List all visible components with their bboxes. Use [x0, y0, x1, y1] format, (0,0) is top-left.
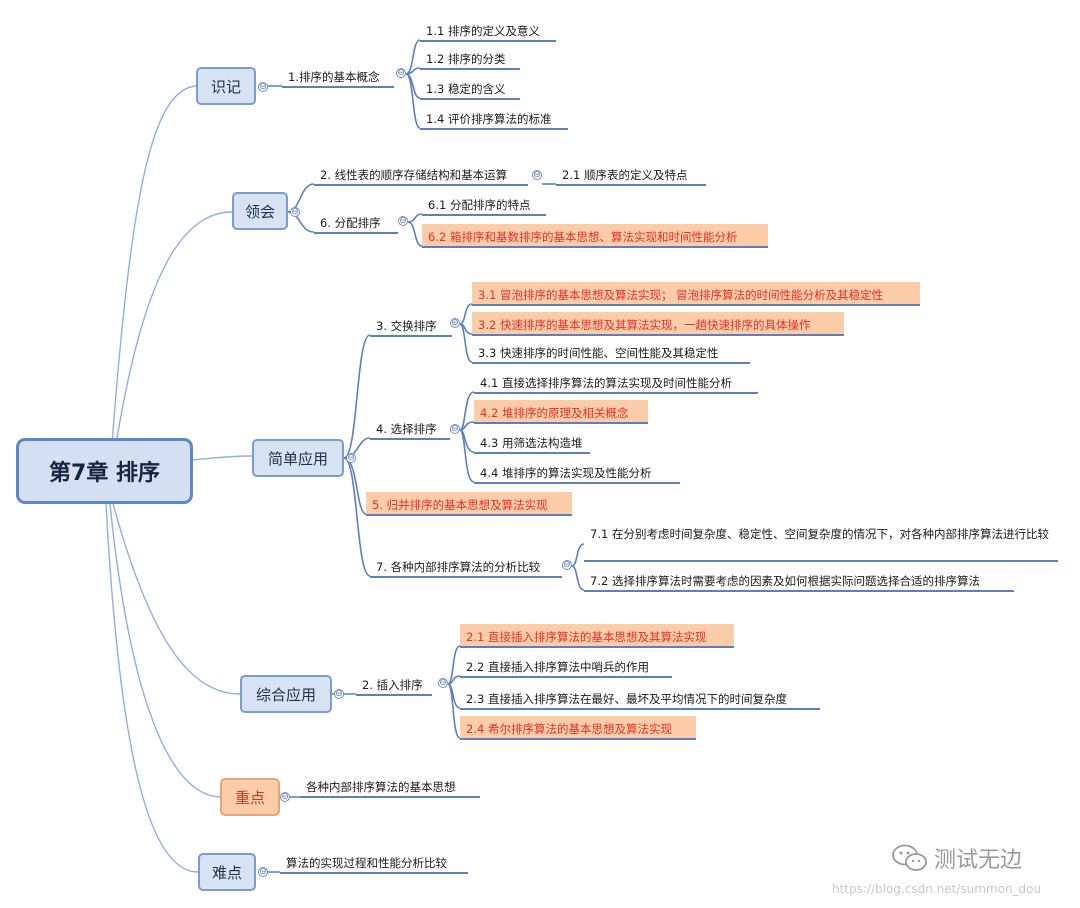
topic-4-4[interactable]: 4.4 堆排序的算法实现及性能分析	[474, 462, 680, 484]
collapse-toggle-icon[interactable]: ⊖	[450, 424, 460, 434]
category-zhongdian[interactable]: 重点	[220, 778, 280, 816]
topic-3-3[interactable]: 3.3 快速排序的时间性能、空间性能及其稳定性	[472, 342, 750, 364]
collapse-toggle-icon[interactable]: ⊖	[258, 82, 268, 92]
watermark-brand: 测试无边	[890, 842, 1022, 874]
topic-4-2[interactable]: 4.2 堆排序的原理及相关概念	[474, 400, 648, 424]
root-node[interactable]: 第7章 排序	[16, 438, 193, 504]
watermark-url: https://blog.csdn.net/summon_dou	[832, 882, 1042, 896]
topic-1-4[interactable]: 1.4 评价排序算法的标准	[420, 108, 568, 130]
watermark-text: 测试无边	[934, 848, 1023, 873]
collapse-toggle-icon[interactable]: ⊖	[258, 867, 268, 877]
topic-2-4-shell[interactable]: 2.4 希尔排序算法的基本思想及算法实现	[460, 716, 696, 740]
collapse-toggle-icon[interactable]: ⊖	[396, 68, 406, 78]
category-zonghe[interactable]: 综合应用	[240, 675, 332, 713]
topic-1-1[interactable]: 1.1 排序的定义及意义	[420, 20, 556, 42]
topic-3-2[interactable]: 3.2 快速排序的基本思想及其算法实现，一趟快速排序的具体操作	[472, 312, 844, 336]
topic-exchange-sort[interactable]: 3. 交换排序	[370, 313, 452, 337]
topic-7-2[interactable]: 7.2 选择排序算法时需要考虑的因素及如何根据实际问题选择合适的排序算法	[584, 570, 1014, 592]
topic-insertion-sort[interactable]: 2. 插入排序	[356, 674, 432, 696]
collapse-toggle-icon[interactable]: ⊖	[346, 453, 356, 463]
topic-merge-sort[interactable]: 5. 归并排序的基本思想及算法实现	[366, 492, 572, 516]
topic-2-3-insert[interactable]: 2.3 直接插入排序算法在最好、最坏及平均情况下的时间复杂度	[460, 688, 820, 710]
topic-1-3[interactable]: 1.3 稳定的含义	[420, 78, 520, 100]
topic-hard-point[interactable]: 算法的实现过程和性能分析比较	[280, 852, 468, 874]
topic-2-2-insert[interactable]: 2.2 直接插入排序算法中哨兵的作用	[460, 656, 672, 678]
category-nandian[interactable]: 难点	[198, 853, 256, 891]
wechat-icon	[892, 844, 927, 871]
collapse-toggle-icon[interactable]: ⊖	[438, 678, 448, 688]
topic-6-1[interactable]: 6.1 分配排序的特点	[422, 196, 546, 216]
collapse-toggle-icon[interactable]: ⊖	[290, 207, 300, 217]
collapse-toggle-icon[interactable]: ⊖	[334, 689, 344, 699]
topic-1-2[interactable]: 1.2 排序的分类	[420, 48, 520, 70]
topic-4-3[interactable]: 4.3 用筛选法构造堆	[474, 432, 590, 454]
category-linghui[interactable]: 领会	[232, 192, 288, 230]
topic-basic-concepts[interactable]: 1.排序的基本概念	[282, 66, 394, 88]
topic-distribution-sort[interactable]: 6. 分配排序	[314, 212, 398, 234]
collapse-toggle-icon[interactable]: ⊖	[450, 318, 460, 328]
topic-2-1-insert[interactable]: 2.1 直接插入排序算法的基本思想及其算法实现	[460, 624, 734, 648]
topic-key-point[interactable]: 各种内部排序算法的基本思想	[300, 776, 480, 798]
topic-2-1-seq-list[interactable]: 2.1 顺序表的定义及特点	[556, 164, 706, 186]
topic-4-1[interactable]: 4.1 直接选择排序算法的算法实现及时间性能分析	[474, 372, 758, 394]
topic-3-1[interactable]: 3.1 冒泡排序的基本思想及算法实现； 冒泡排序算法的时间性能分析及其稳定性	[472, 282, 920, 306]
collapse-toggle-icon[interactable]: ⊖	[280, 792, 290, 802]
collapse-toggle-icon[interactable]: ⊖	[532, 170, 542, 180]
topic-linear-list[interactable]: 2. 线性表的顺序存储结构和基本运算	[314, 164, 528, 186]
category-shiji[interactable]: 识记	[196, 67, 256, 105]
collapse-toggle-icon[interactable]: ⊖	[562, 560, 572, 570]
collapse-toggle-icon[interactable]: ⊖	[398, 216, 408, 226]
topic-6-2[interactable]: 6.2 箱排序和基数排序的基本思想、算法实现和时间性能分析	[422, 224, 768, 248]
topic-selection-sort[interactable]: 4. 选择排序	[370, 418, 450, 440]
topic-7-1[interactable]: 7.1 在分别考虑时间复杂度、稳定性、空间复杂度的情况下，对各种内部排序算法进行…	[584, 524, 1058, 562]
topic-internal-sort-compare[interactable]: 7. 各种内部排序算法的分析比较	[370, 556, 562, 578]
category-jiandan[interactable]: 简单应用	[252, 439, 344, 477]
